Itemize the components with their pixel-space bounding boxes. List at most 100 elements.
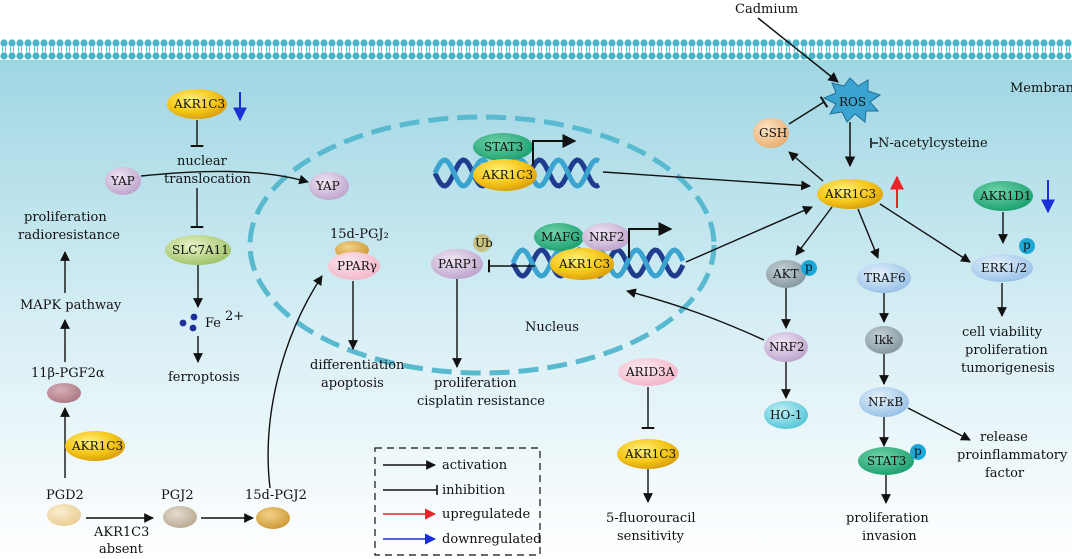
lipid-head: [160, 39, 168, 47]
lipid-head: [400, 52, 408, 60]
slc7a11-node: [165, 235, 231, 265]
lipid-tail: [858, 49, 862, 53]
lipid-head: [544, 52, 552, 60]
lipid-head: [152, 52, 160, 60]
lipid-tail: [514, 49, 518, 53]
lipid-tail: [962, 49, 966, 53]
lipid-head: [824, 52, 832, 60]
lipid-head: [808, 52, 816, 60]
lipid-head: [72, 52, 80, 60]
lipid-head: [112, 52, 120, 60]
lipid-head: [24, 39, 32, 47]
lipid-tail: [506, 49, 510, 53]
nrf2-node: [764, 332, 808, 362]
lipid-head: [128, 52, 136, 60]
lipid-head: [40, 39, 48, 47]
lipid-head: [640, 39, 648, 47]
lipid-head: [360, 39, 368, 47]
lipid-tail: [746, 49, 750, 53]
release-text-1: release: [980, 430, 1028, 445]
lipid-head: [800, 39, 808, 47]
lipid-head: [672, 39, 680, 47]
lipid-head: [216, 39, 224, 47]
lipid-head: [344, 39, 352, 47]
lipid-head: [776, 52, 784, 60]
lipid-tail: [802, 49, 806, 53]
lipid-tail: [314, 49, 318, 53]
lipid-tail: [426, 49, 430, 53]
lipid-head: [1008, 52, 1016, 60]
lipid-head: [768, 52, 776, 60]
ub-label: Ub: [475, 236, 493, 250]
lipid-head: [224, 52, 232, 60]
akr1c3-bottom-label: AKR1C3: [624, 447, 676, 461]
lipid-head: [424, 52, 432, 60]
erk-phospho-badge: [1019, 238, 1035, 254]
lipid-tail: [58, 49, 62, 53]
lipid-tail: [826, 49, 830, 53]
lipid-head: [944, 52, 952, 60]
lipid-head: [464, 39, 472, 47]
lipid-head: [48, 52, 56, 60]
lipid-tail: [322, 49, 326, 53]
lipid-tail: [882, 49, 886, 53]
lipid-head: [656, 52, 664, 60]
lipid-head: [0, 39, 8, 47]
lipid-head: [680, 39, 688, 47]
lipid-head: [656, 39, 664, 47]
lipid-tail: [834, 49, 838, 53]
erk-label: ERK1/2: [981, 261, 1027, 275]
nfkb-to-release-arrow: [907, 407, 971, 441]
lipid-head: [256, 52, 264, 60]
lipid-head: [480, 52, 488, 60]
lipid-head: [248, 39, 256, 47]
akr1c3-bottom-node: [617, 439, 679, 469]
lipid-head: [856, 52, 864, 60]
lipid-head: [240, 39, 248, 47]
lipid-tail: [602, 49, 606, 53]
lipid-head: [464, 52, 472, 60]
lipid-head: [928, 52, 936, 60]
lipid-head: [416, 52, 424, 60]
lipid-head: [840, 39, 848, 47]
lipid-head: [432, 39, 440, 47]
lipid-tail: [266, 49, 270, 53]
lipid-head: [544, 39, 552, 47]
lipid-tail: [722, 49, 726, 53]
lipid-tail: [154, 49, 158, 53]
lipid-head: [472, 39, 480, 47]
translocation-text: translocation: [164, 172, 251, 187]
lipid-head: [328, 52, 336, 60]
lipid-tail: [18, 49, 22, 53]
lipid-head: [200, 52, 208, 60]
lipid-head: [744, 39, 752, 47]
lipid-head: [944, 39, 952, 47]
lipid-tail: [610, 49, 614, 53]
lipid-head: [88, 52, 96, 60]
lipid-head: [536, 52, 544, 60]
lipid-tail: [850, 49, 854, 53]
lipid-tail: [74, 49, 78, 53]
lipid-head: [96, 52, 104, 60]
lipid-head: [232, 39, 240, 47]
lipid-tail: [138, 49, 142, 53]
lipid-head: [992, 52, 1000, 60]
lipid-head: [960, 39, 968, 47]
lipid-head: [168, 52, 176, 60]
lipid-tail: [186, 49, 190, 53]
nac-label: N-acetylcysteine: [878, 136, 988, 151]
lipid-tail: [650, 49, 654, 53]
lipid-head: [896, 39, 904, 47]
stat3-phospho-label: p: [914, 444, 922, 458]
lipid-tail: [42, 49, 46, 53]
lipid-head: [96, 39, 104, 47]
lipid-tail: [490, 49, 494, 53]
cell-tumorigenesis-text: tumorigenesis: [961, 361, 1055, 376]
nrf2-nuc-label: NRF2: [589, 230, 625, 244]
prolif-invasion-text-2: invasion: [862, 529, 917, 544]
lipid-tail: [218, 49, 222, 53]
cadmium-label: Cadmium: [735, 2, 798, 17]
lipid-tail: [538, 49, 542, 53]
lipid-head: [448, 39, 456, 47]
